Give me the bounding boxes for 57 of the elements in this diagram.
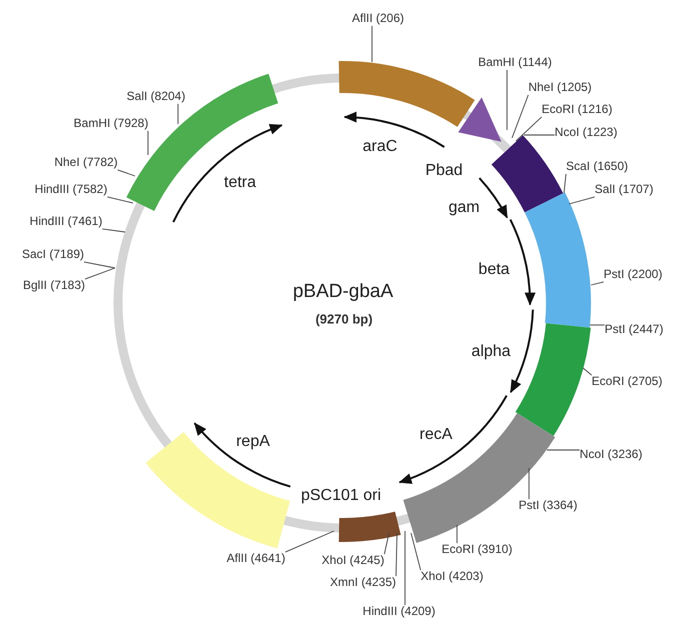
leader-line — [84, 261, 116, 268]
leader-line — [590, 324, 606, 326]
leader-line — [117, 169, 136, 176]
site-label: SalI (8204) — [126, 90, 186, 104]
leader-line — [506, 69, 508, 130]
site-label: AflII (206) — [352, 12, 404, 26]
leader-line — [84, 268, 116, 280]
site-label: EcoRI (1216) — [542, 103, 612, 117]
leader-line — [516, 116, 542, 142]
leader-line — [590, 281, 604, 286]
leader-line — [396, 532, 398, 577]
site-label: BamHI (7928) — [74, 117, 148, 131]
site-label: HindIII (7461) — [30, 215, 102, 229]
site-label: XhoI (4245) — [322, 554, 384, 568]
site-label: HindIII (4209) — [362, 605, 436, 619]
site-label: EcoRI (3910) — [442, 543, 512, 557]
site-label: BglII (7183) — [22, 279, 86, 293]
leader-line — [528, 468, 530, 500]
site-label: NcoI (3236) — [580, 448, 642, 462]
leader-line — [568, 196, 596, 204]
site-label: ScaI (1650) — [566, 160, 628, 174]
leader-line — [102, 228, 126, 232]
gene-label: araC — [362, 138, 398, 156]
leader-line — [524, 134, 556, 136]
gene-label: alpha — [471, 342, 511, 362]
site-label: SalI (1707) — [594, 183, 654, 197]
gene-label: beta — [478, 260, 510, 280]
site-label: SacI (7189) — [22, 248, 84, 262]
site-label: HindIII (7582) — [34, 183, 108, 197]
gene-label: repA — [236, 432, 270, 452]
leader-line — [410, 532, 422, 571]
leader-line — [284, 530, 334, 553]
plasmid-name: pBAD-gbaA — [292, 281, 394, 303]
gene-label: tetra — [224, 174, 256, 192]
leader-line — [384, 532, 390, 555]
site-label: EcoRI (2705) — [592, 375, 662, 389]
leader-line — [106, 196, 134, 204]
leader-line — [404, 530, 406, 606]
leader-line — [512, 94, 529, 138]
leader-line — [582, 368, 592, 376]
site-label: NcoI (1223) — [554, 126, 618, 140]
site-label: XmnI (4235) — [330, 576, 396, 590]
site-label: PstI (3364) — [518, 499, 578, 513]
leader-line — [456, 524, 458, 544]
leader-line — [564, 173, 566, 194]
site-label: AflII (4641) — [226, 552, 286, 566]
site-label: NheI (1205) — [528, 81, 592, 95]
size-label: (9270 bp) — [315, 312, 373, 328]
origin-label: pSC101 ori — [300, 486, 382, 506]
gene-label: recA — [420, 426, 452, 444]
gene-label: gam — [448, 198, 480, 218]
promoter-label: Pbad — [425, 162, 463, 180]
site-label: PstI (2200) — [604, 268, 662, 282]
site-label: XhoI (4203) — [420, 570, 484, 584]
site-label: PstI (2447) — [604, 323, 664, 337]
site-label: NheI (7782) — [54, 156, 118, 170]
site-label: BamHI (1144) — [478, 56, 552, 70]
